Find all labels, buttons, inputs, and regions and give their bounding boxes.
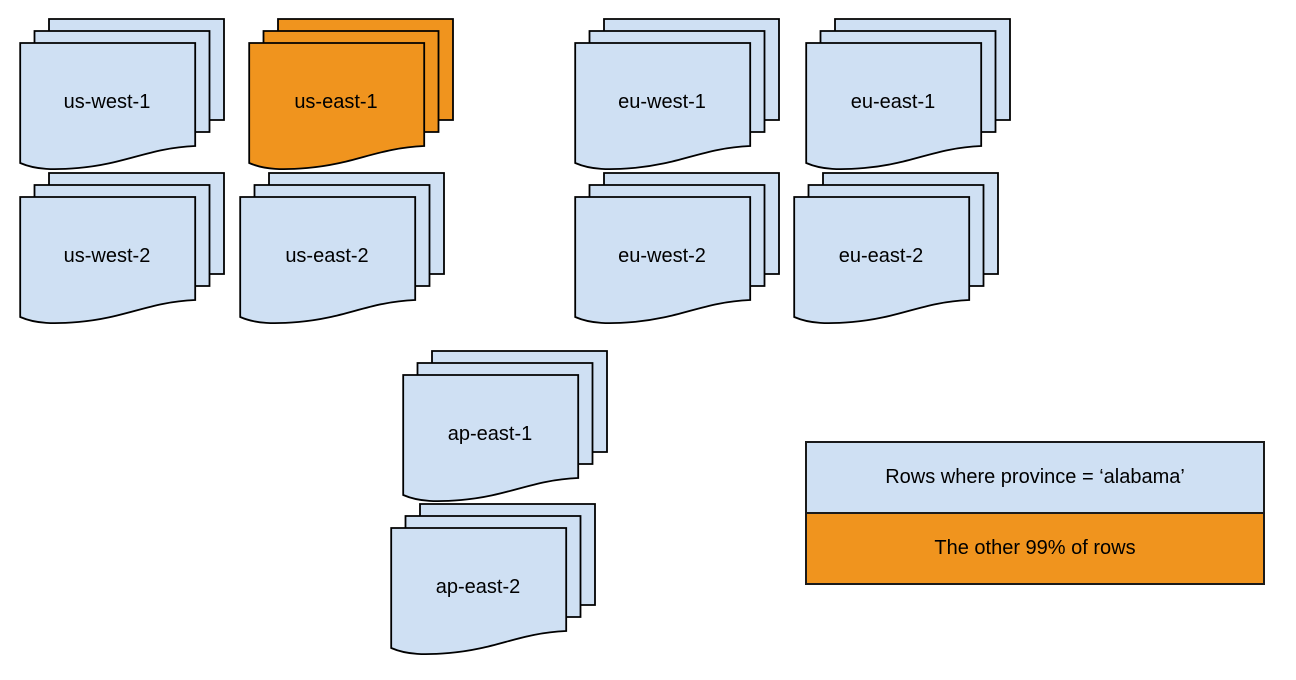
front-document — [793, 196, 971, 325]
front-document — [390, 527, 568, 656]
document-stack-us-west-1: us-west-1 — [19, 18, 226, 171]
stack-label: eu-east-2 — [839, 245, 924, 267]
document-stack-eu-west-2: eu-west-2 — [574, 172, 781, 325]
document-stack-us-east-2: us-east-2 — [239, 172, 446, 325]
front-document — [239, 196, 417, 325]
document-stack-graphic: us-east-2 — [239, 172, 445, 325]
document-stack-eu-east-2: eu-east-2 — [793, 172, 1000, 325]
legend-item-other-rows: The other 99% of rows — [807, 514, 1263, 583]
document-stack-graphic: eu-west-1 — [574, 18, 780, 171]
document-stack-graphic: eu-east-2 — [793, 172, 999, 325]
front-document — [805, 42, 983, 171]
front-document — [19, 42, 197, 171]
front-document — [19, 196, 197, 325]
document-stack-graphic: eu-west-2 — [574, 172, 780, 325]
stack-label: us-east-2 — [285, 245, 368, 267]
legend: Rows where province = ‘alabama’ The othe… — [805, 441, 1265, 585]
document-stack-graphic: us-west-2 — [19, 172, 225, 325]
stack-label: eu-east-1 — [851, 91, 936, 113]
stack-label: eu-west-1 — [618, 91, 706, 113]
front-document — [248, 42, 426, 171]
document-stack-us-east-1: us-east-1 — [248, 18, 455, 171]
document-stack-ap-east-2: ap-east-2 — [390, 503, 597, 656]
stack-label: ap-east-1 — [448, 423, 533, 445]
document-stack-graphic: ap-east-2 — [390, 503, 596, 656]
front-document — [402, 374, 580, 503]
stack-label: us-west-1 — [64, 91, 151, 113]
legend-item-label: Rows where province = ‘alabama’ — [885, 466, 1185, 488]
document-stack-graphic: eu-east-1 — [805, 18, 1011, 171]
document-stack-ap-east-1: ap-east-1 — [402, 350, 609, 503]
stack-label: us-east-1 — [294, 91, 377, 113]
front-document — [574, 196, 752, 325]
stack-label: ap-east-2 — [436, 576, 521, 598]
front-document — [574, 42, 752, 171]
stack-label: us-west-2 — [64, 245, 151, 267]
document-stack-graphic: us-east-1 — [248, 18, 454, 171]
stack-label: eu-west-2 — [618, 245, 706, 267]
legend-item-alabama-rows: Rows where province = ‘alabama’ — [807, 443, 1263, 514]
document-stack-eu-west-1: eu-west-1 — [574, 18, 781, 171]
legend-item-label: The other 99% of rows — [934, 537, 1136, 559]
document-stack-graphic: ap-east-1 — [402, 350, 608, 503]
document-stack-us-west-2: us-west-2 — [19, 172, 226, 325]
document-stack-graphic: us-west-1 — [19, 18, 225, 171]
document-stack-eu-east-1: eu-east-1 — [805, 18, 1012, 171]
